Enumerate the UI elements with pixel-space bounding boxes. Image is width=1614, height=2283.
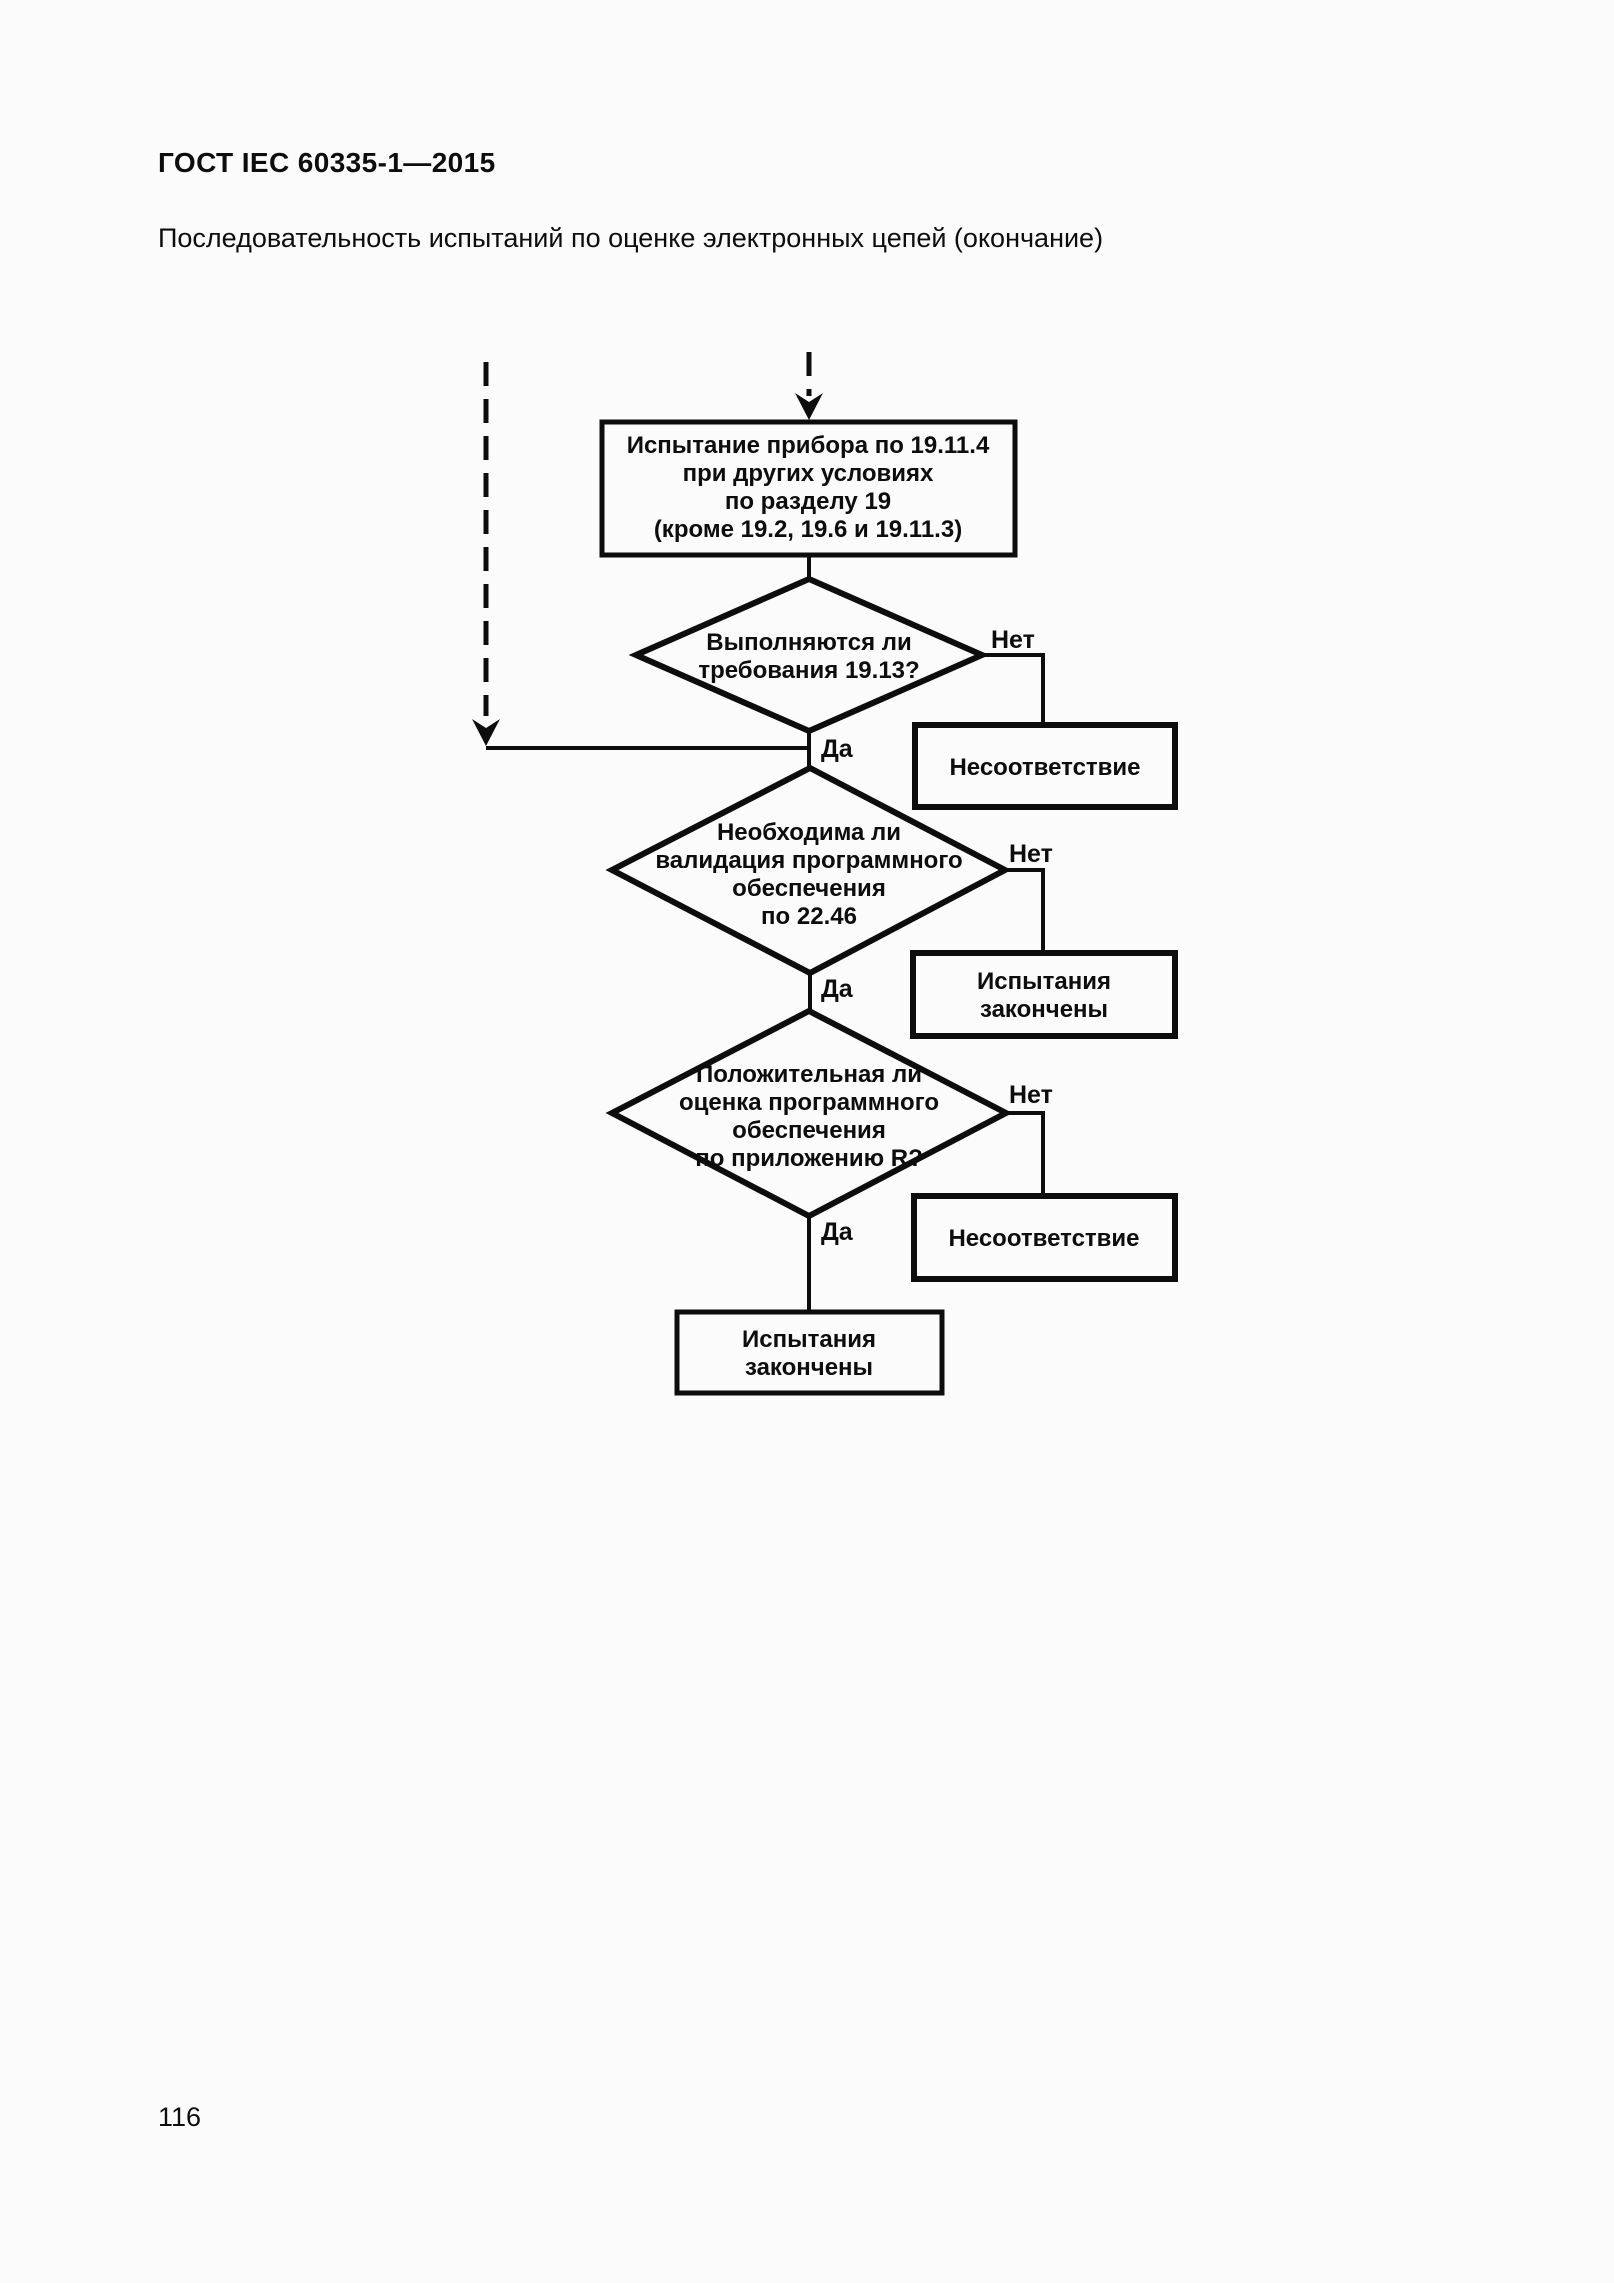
decision2-yes-label: Да <box>821 975 854 1003</box>
decision1-line1: Выполняются ли <box>706 629 912 656</box>
figure-caption: Последовательность испытаний по оценке э… <box>158 223 1104 253</box>
tests-finished-right-line1: Испытания <box>977 968 1111 995</box>
tests-finished-bottom-line1: Испытания <box>742 1326 876 1353</box>
process-box <box>599 419 1018 558</box>
noncompliance-box-1 <box>912 722 1178 810</box>
decision1-no-label: Нет <box>991 626 1035 654</box>
decision2-line3: обеспечения <box>732 875 886 902</box>
connector-decision1-no <box>982 653 1045 725</box>
running-header: ГОСТ IEC 60335-1—2015 <box>158 147 496 178</box>
decision3-yes-label: Да <box>821 1218 854 1246</box>
process-box-line1: Испытание прибора по 19.11.4 <box>627 432 990 459</box>
tests-finished-box-right <box>910 950 1178 1039</box>
tests-finished-bottom-line2: закончены <box>745 1354 873 1381</box>
page-number: 116 <box>158 2102 202 2132</box>
decision3-line1: Положительная ли <box>696 1061 922 1088</box>
decision3-no-label: Нет <box>1009 1081 1053 1109</box>
tests-finished-box-bottom <box>674 1309 945 1396</box>
noncompliance1-label: Несоответствие <box>949 754 1140 781</box>
decision3-line4: по приложению R? <box>695 1145 922 1172</box>
decision-diamond-2 <box>605 764 1012 977</box>
decision3-line3: обеспечения <box>732 1117 886 1144</box>
process-box-line4: (кроме 19.2, 19.6 и 19.11.3) <box>654 516 962 543</box>
arrowhead-down-icon <box>795 393 823 420</box>
decision2-line1: Необходима ли <box>717 819 901 846</box>
decision2-no-label: Нет <box>1009 840 1053 868</box>
noncompliance-box-2 <box>911 1193 1178 1282</box>
connector-decision3-no <box>1006 1111 1045 1196</box>
noncompliance2-label: Несоответствие <box>948 1225 1139 1252</box>
process-box-line2: при других условиях <box>683 460 934 487</box>
decision2-line4: по 22.46 <box>761 903 857 930</box>
decision3-line2: оценка программного <box>679 1089 939 1116</box>
decision-diamond-3 <box>605 1007 1013 1220</box>
tests-finished-right-line2: закончены <box>980 996 1108 1023</box>
decision2-line2: валидация программного <box>655 847 962 874</box>
connector-decision2-no <box>1005 868 1045 953</box>
arrowhead-down-icon <box>472 719 500 746</box>
process-box-line3: по разделу 19 <box>725 488 891 515</box>
decision1-yes-label: Да <box>821 735 854 763</box>
decision1-line2: требования 19.13? <box>698 657 919 684</box>
decision-diamond-1 <box>628 575 990 735</box>
